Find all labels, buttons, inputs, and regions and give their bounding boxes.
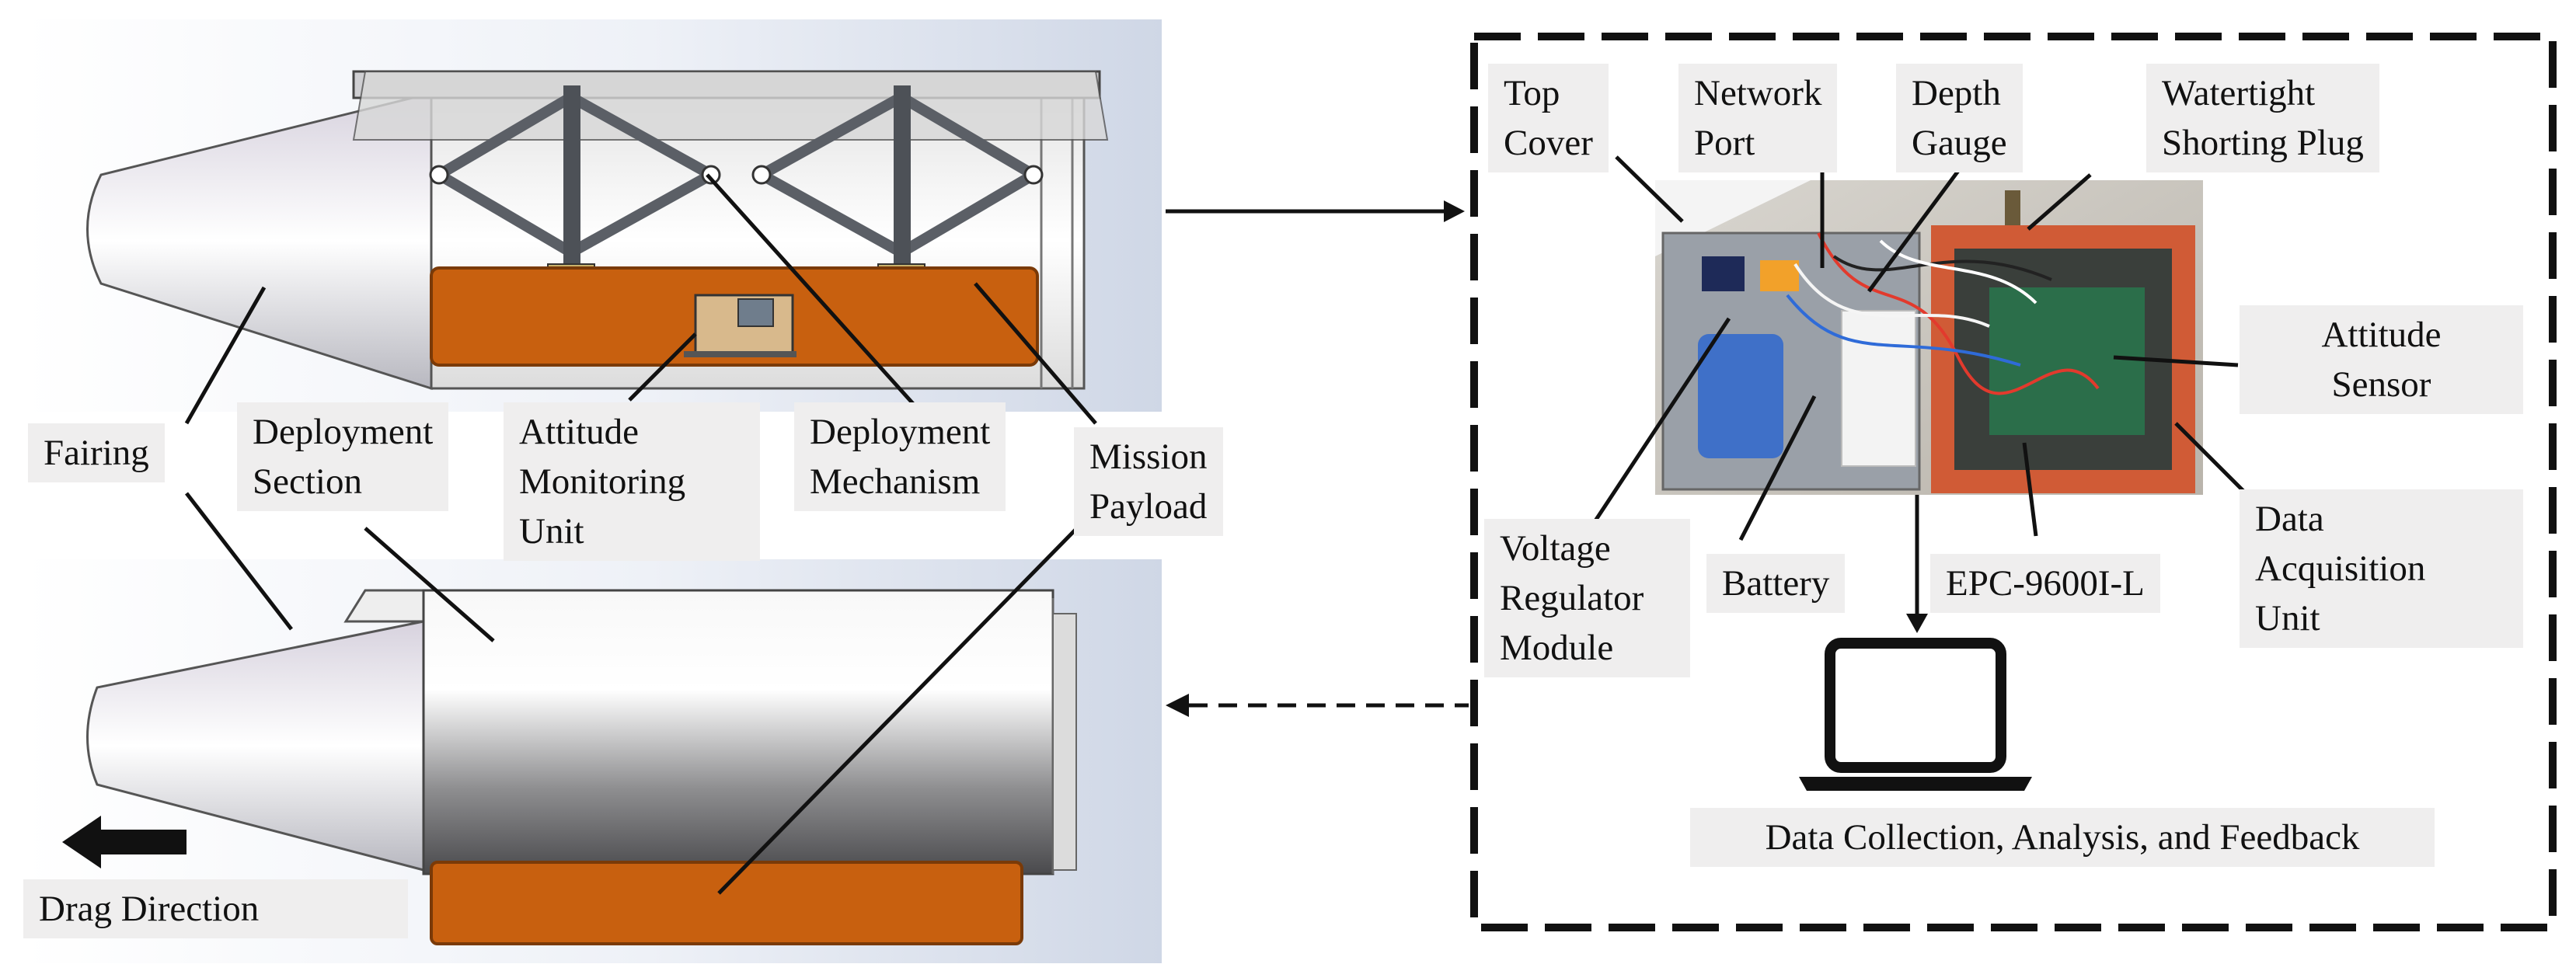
dashed-frame [1470,33,2557,931]
data-collection-label: Data Collection, Analysis, and Feedback [1690,808,2435,867]
laptop-icon [1799,638,2032,791]
left-arrow-icon [62,816,186,868]
drag-direction-label: Drag Direction [23,879,408,938]
epc-label: EPC-9600I-L [1930,554,2160,613]
top-cad-view [23,19,1162,412]
fairing-label: Fairing [28,423,165,482]
flow-arrows [1166,200,1928,717]
electronics-photo [1655,180,2203,495]
battery-label: Battery [1706,554,1846,613]
bottom-cad-view [23,559,1162,963]
